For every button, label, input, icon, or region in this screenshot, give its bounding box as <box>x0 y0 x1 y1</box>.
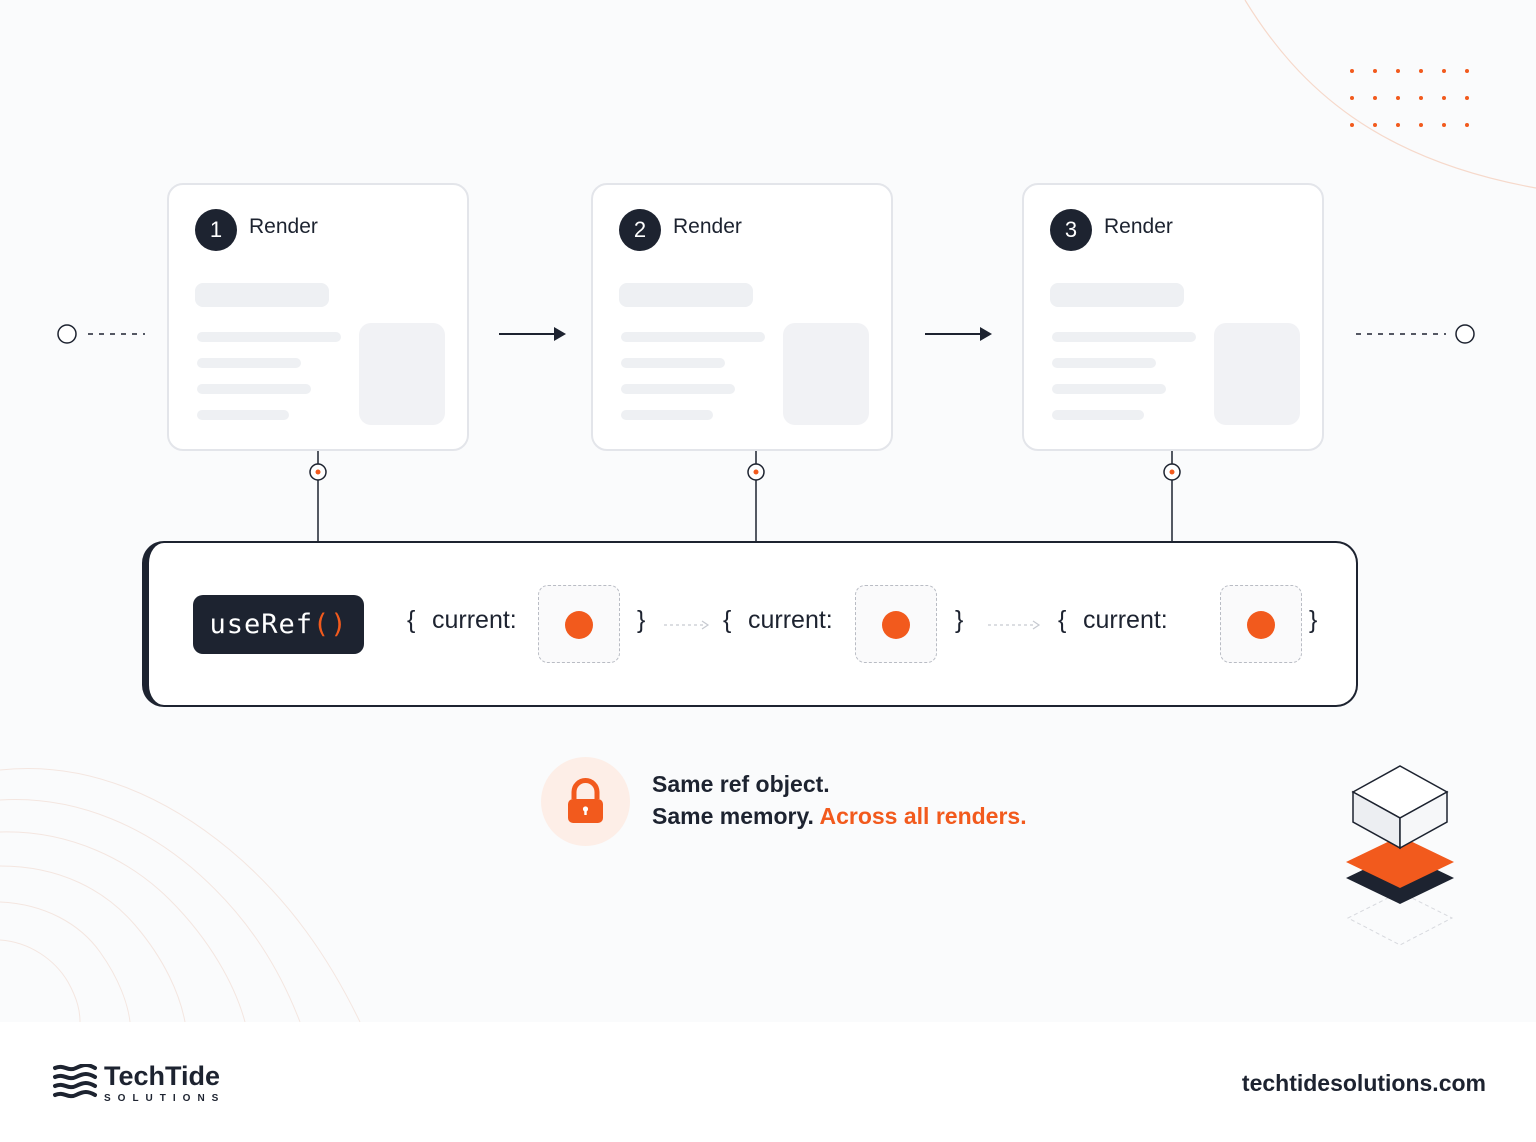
open-brace: { <box>1058 606 1067 634</box>
flow-arrow-1 <box>664 620 710 630</box>
stacked-cube-icon <box>1346 765 1454 946</box>
wave-logo-icon <box>53 1064 97 1099</box>
placeholder-line <box>1052 384 1166 394</box>
placeholder-line <box>197 358 301 368</box>
placeholder-line <box>197 384 311 394</box>
dot-grid <box>1350 69 1469 127</box>
useref-chip: useRef() <box>193 595 364 654</box>
placeholder-line <box>1052 410 1144 420</box>
open-brace: { <box>723 606 732 634</box>
render-number-badge: 3 <box>1050 209 1092 251</box>
current-label: current: <box>1083 606 1168 634</box>
lock-badge <box>541 757 630 846</box>
message-plain: Same memory. <box>652 803 814 829</box>
useref-parens: () <box>313 609 348 640</box>
ref-value-dot <box>882 611 910 639</box>
placeholder-line <box>621 332 765 342</box>
render-title: Render <box>1104 215 1173 238</box>
background-decor <box>0 0 1536 1022</box>
message-line-2: Same memory. Across all renders. <box>652 803 1027 830</box>
placeholder-heading <box>1050 283 1184 307</box>
timeline-start-node <box>57 324 77 344</box>
ref-value-dot <box>565 611 593 639</box>
placeholder-line <box>1052 332 1196 342</box>
current-slot <box>538 585 620 663</box>
useref-name: useRef <box>209 609 314 640</box>
placeholder-line <box>621 410 713 420</box>
lock-icon <box>568 778 603 823</box>
website-link[interactable]: techtidesolutions.com <box>1241 1070 1486 1096</box>
brand-name: TechTide <box>104 1061 221 1091</box>
current-label: current: <box>432 606 517 634</box>
arrow-2-to-3 <box>925 327 992 341</box>
placeholder-line <box>197 332 341 342</box>
placeholder-line <box>197 410 289 420</box>
render-number-badge: 2 <box>619 209 661 251</box>
message-line-1: Same ref object. <box>652 771 830 797</box>
placeholder-line <box>621 384 735 394</box>
footer <box>0 1022 1536 1142</box>
render-number-badge: 1 <box>195 209 237 251</box>
placeholder-line <box>621 358 725 368</box>
render-card-2: 2 Render <box>591 183 893 451</box>
render-card-1: 1 Render <box>167 183 469 451</box>
arrow-1-to-2 <box>499 327 566 341</box>
timeline-end-node <box>1455 324 1475 344</box>
close-brace: } <box>637 606 646 634</box>
current-slot <box>1220 585 1302 663</box>
ref-value-dot <box>1247 611 1275 639</box>
message-accent: Across all renders. <box>819 803 1027 829</box>
current-slot <box>855 585 937 663</box>
connector-2 <box>747 451 765 543</box>
close-brace: } <box>955 606 964 634</box>
ref-flow-arrows <box>664 620 1041 630</box>
placeholder-line <box>1052 358 1156 368</box>
placeholder-heading <box>195 283 329 307</box>
placeholder-image <box>359 323 445 425</box>
current-label: current: <box>748 606 833 634</box>
placeholder-heading <box>619 283 753 307</box>
placeholder-image <box>783 323 869 425</box>
close-brace: } <box>1309 606 1318 634</box>
open-brace: { <box>407 606 416 634</box>
brand-subtitle: SOLUTIONS <box>104 1093 226 1104</box>
render-title: Render <box>673 215 742 238</box>
topo-lines <box>0 767 361 1022</box>
flow-arrow-2 <box>988 620 1041 630</box>
render-card-3: 3 Render <box>1022 183 1324 451</box>
placeholder-image <box>1214 323 1300 425</box>
render-title: Render <box>249 215 318 238</box>
